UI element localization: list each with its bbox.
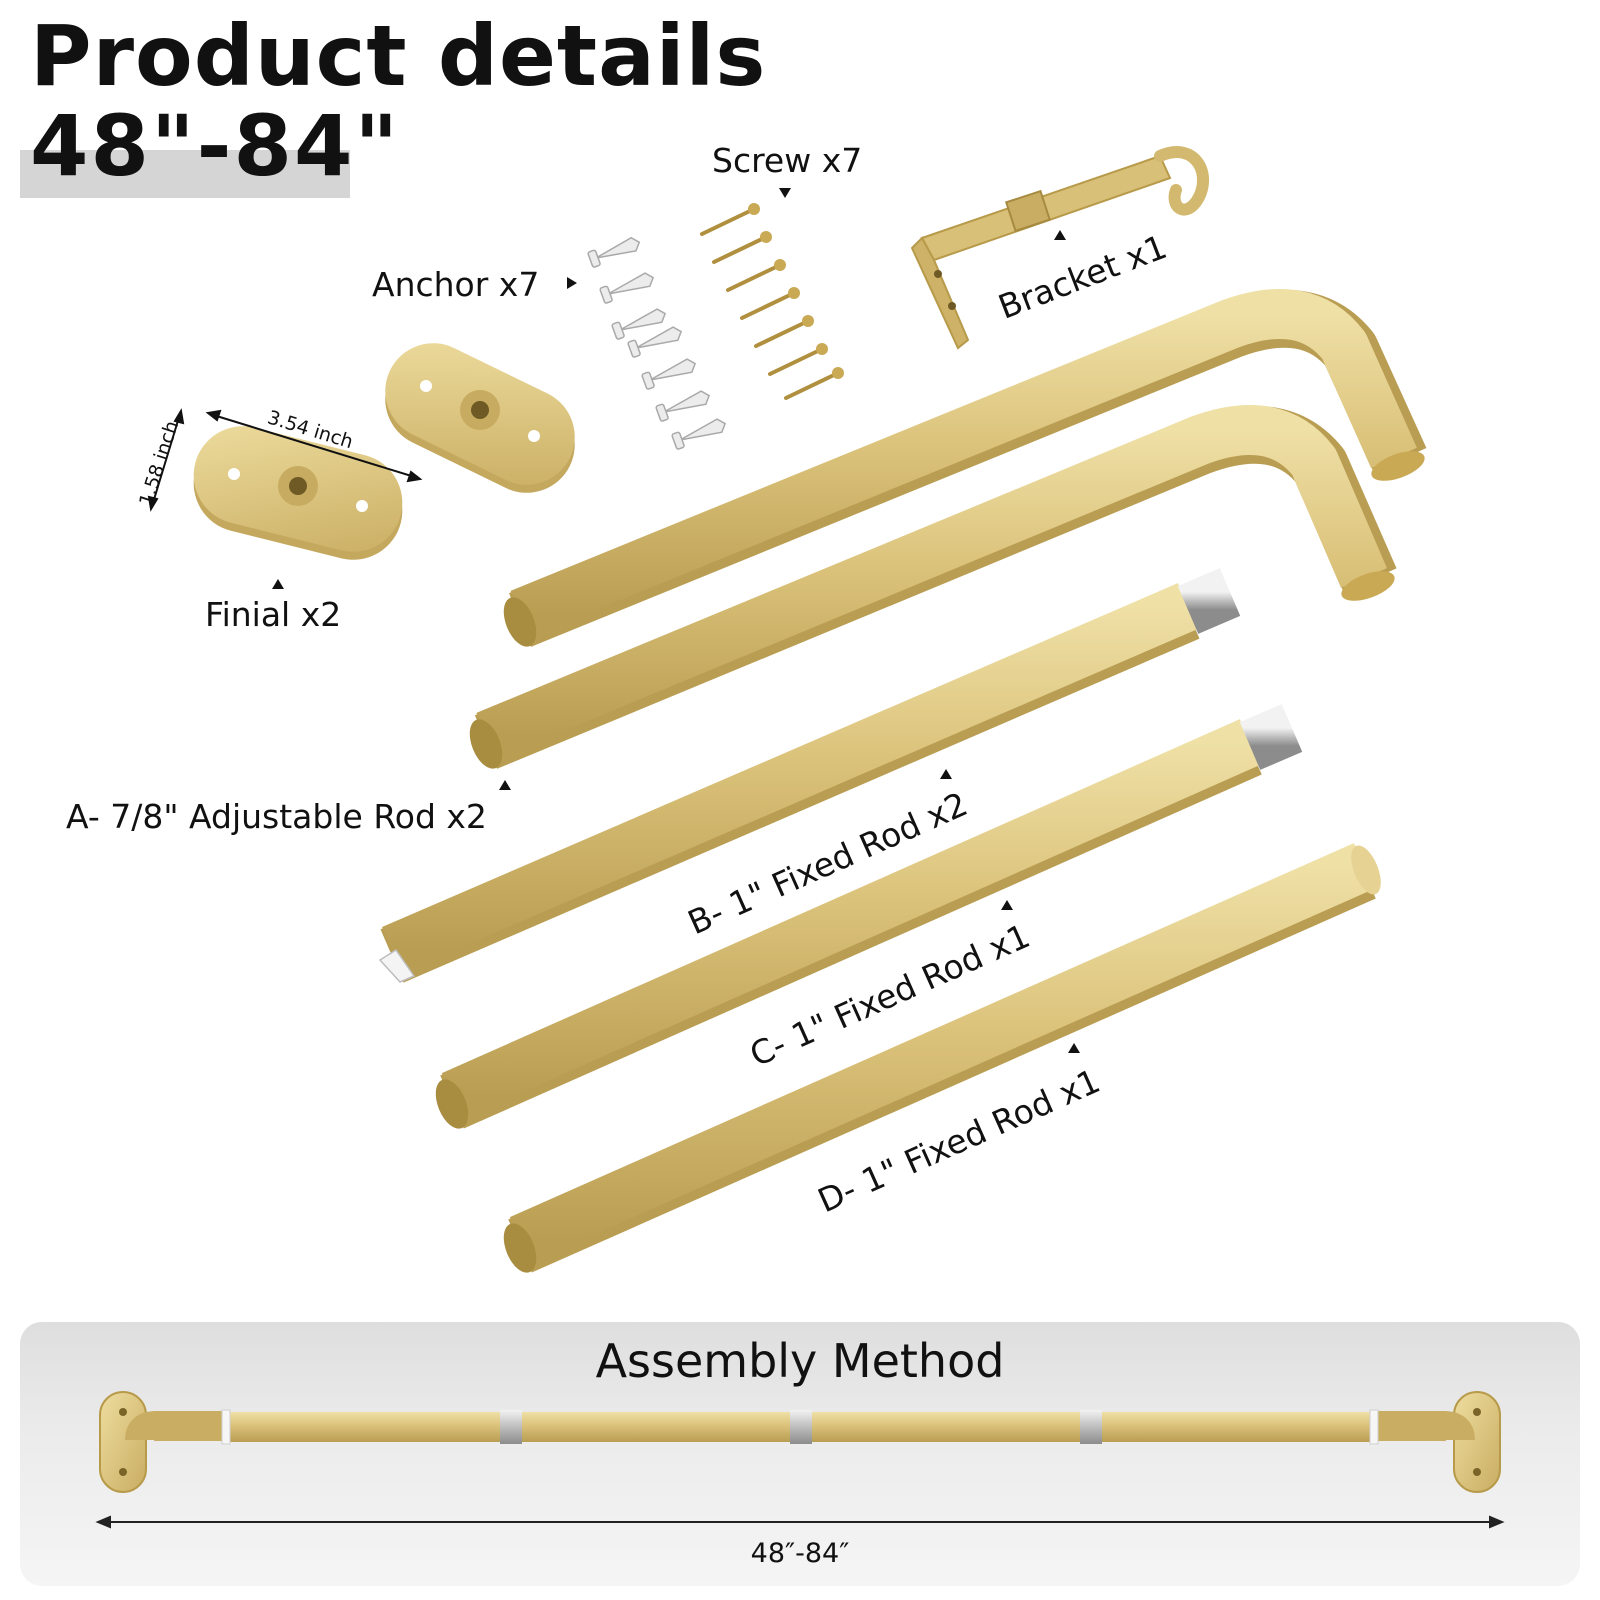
pointer-markers [272,188,1080,1053]
assembly-dimension-line [95,1515,1505,1529]
size-range-heading: 48"-84" [30,97,401,195]
finial-dimension-lines [147,408,423,512]
rod-d-fixed [503,843,1381,1273]
assembly-title: Assembly Method [595,1334,1005,1388]
size-highlight-bar [20,150,350,198]
bracket [910,146,1210,350]
assembly-length-label: 48″-84″ [750,1538,850,1569]
anchor-label: Anchor x7 [372,265,540,304]
screw-label: Screw x7 [712,141,863,180]
rod-c-fixed [435,704,1303,1129]
page-title: Product details [30,7,767,105]
finial-plate-right [385,343,575,493]
assembly-panel [20,1322,1580,1586]
anchor-set [587,236,727,450]
finial-label: Finial x2 [205,595,342,634]
rod-a-adjustable-1 [503,289,1427,647]
rod-a-label: A- 7/8" Adjustable Rod x2 [66,797,487,836]
assembly-rod [99,1391,1501,1493]
rod-b-fixed [378,568,1241,983]
rod-a-adjustable-2 [469,405,1397,769]
screw-set [700,203,844,400]
